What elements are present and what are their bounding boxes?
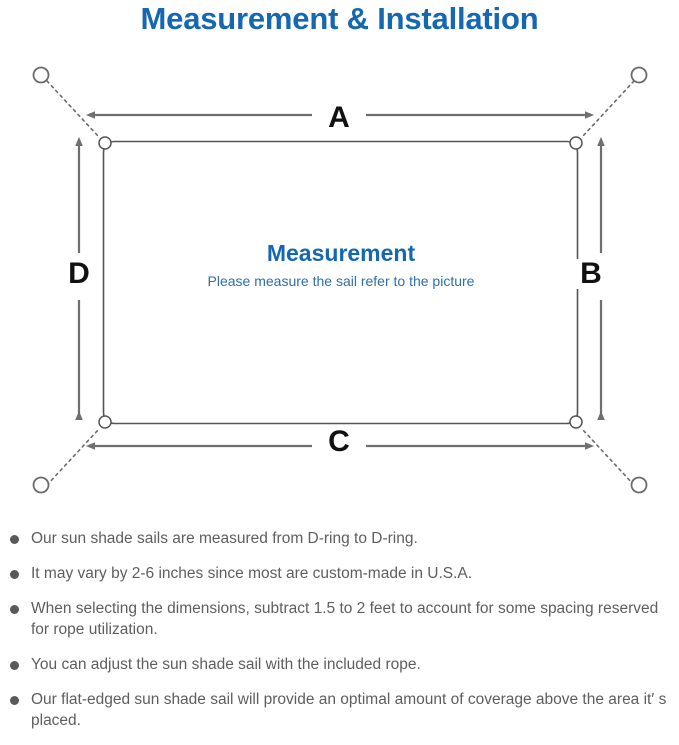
rope-bottom-right bbox=[582, 429, 635, 486]
notes-list: Our sun shade sails are measured from D-… bbox=[10, 528, 675, 745]
dimension-label-a: A bbox=[318, 103, 360, 133]
note-text: Our sun shade sails are measured from D-… bbox=[31, 530, 418, 547]
page-title: Measurement & Installation bbox=[140, 1, 539, 36]
bullet-icon bbox=[10, 605, 19, 614]
list-item: When selecting the dimensions, subtract … bbox=[10, 598, 675, 640]
d-ring-bottom-left bbox=[98, 415, 112, 429]
list-item: It may vary by 2-6 inches since most are… bbox=[10, 563, 675, 584]
d-ring-top-right bbox=[569, 136, 583, 150]
d-ring-bottom-right bbox=[569, 415, 583, 429]
diagram-svg bbox=[32, 66, 648, 494]
dimension-label-d: D bbox=[62, 259, 96, 289]
rope-bottom-left bbox=[46, 429, 99, 486]
bullet-icon bbox=[10, 661, 19, 670]
bullet-icon bbox=[10, 696, 19, 705]
anchor-points bbox=[32, 66, 648, 494]
anchor-circle-bottom-left bbox=[32, 476, 50, 494]
bullet-icon bbox=[10, 535, 19, 544]
anchor-circle-top-left bbox=[32, 66, 50, 84]
rope-top-left bbox=[46, 80, 99, 137]
anchor-circle-bottom-right bbox=[630, 476, 648, 494]
rope-lines bbox=[46, 80, 635, 486]
d-ring-top-left bbox=[98, 136, 112, 150]
list-item: Our sun shade sails are measured from D-… bbox=[10, 528, 675, 549]
rope-top-right bbox=[582, 80, 635, 137]
measurement-diagram: A B C D Measurement Please measure the s… bbox=[0, 48, 679, 518]
list-item: Our flat-edged sun shade sail will provi… bbox=[10, 689, 675, 731]
note-text: When selecting the dimensions, subtract … bbox=[31, 600, 659, 638]
note-text: Our flat-edged sun shade sail will provi… bbox=[31, 691, 667, 729]
sail-outline bbox=[102, 140, 579, 425]
note-text: You can adjust the sun shade sail with t… bbox=[31, 656, 421, 673]
bullet-icon bbox=[10, 570, 19, 579]
dimension-label-c: C bbox=[318, 427, 360, 457]
note-text: It may vary by 2-6 inches since most are… bbox=[31, 565, 473, 582]
list-item: You can adjust the sun shade sail with t… bbox=[10, 654, 675, 675]
anchor-circle-top-right bbox=[630, 66, 648, 84]
d-rings bbox=[98, 136, 583, 429]
dimension-label-b: B bbox=[574, 259, 608, 289]
